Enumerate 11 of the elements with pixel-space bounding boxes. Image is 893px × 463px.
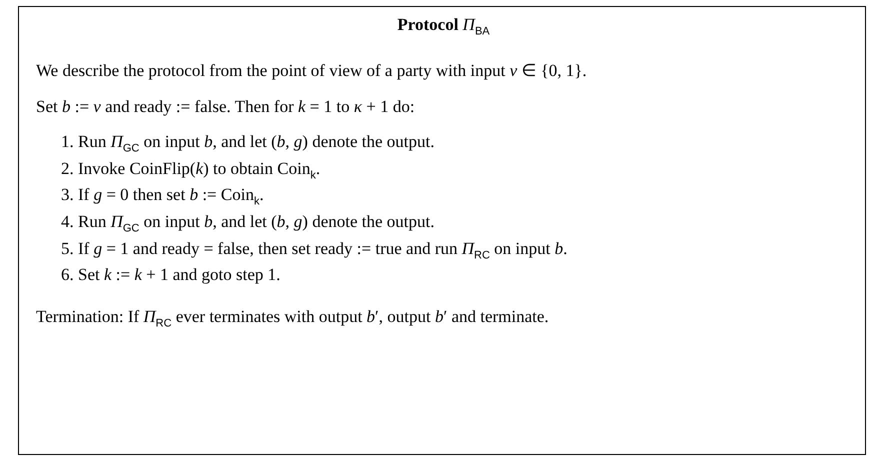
protocol-box	[18, 6, 866, 455]
paragraph: Termination: If Π$_{RC}$ ever terminates with output b′, output b′ and terminate.	[36, 306, 550, 331]
list-item: 5. If g = 1 and ready = false, then set ready := true and run Π$_{RC}$ on input b.	[61, 238, 568, 262]
list-item: 4. Run Π$_{GC}$ on input b, and let (b, g) denote the output.	[61, 211, 436, 236]
paragraph: We describe the protocol from the point of view of a party with input v ∈ {0, 1}.	[36, 60, 588, 82]
paragraph: Set b := v and ready := false. Then for k = 1 to κ + 1 do:	[36, 96, 416, 118]
list-item: 3. If g = 0 then set b := Coin$_{k}$.	[61, 184, 265, 210]
list-item: 2. Invoke CoinFlip(k) to obtain Coin$_{k}$.	[61, 158, 322, 182]
list-item: 1. Run Π$_{GC}$ on input b, and let (b, g) denote the output.	[61, 130, 436, 156]
protocol-title: Protocol Π$_{BA}$	[396, 15, 491, 38]
list-item: 6. Set k := k + 1 and goto step 1.	[61, 264, 282, 286]
